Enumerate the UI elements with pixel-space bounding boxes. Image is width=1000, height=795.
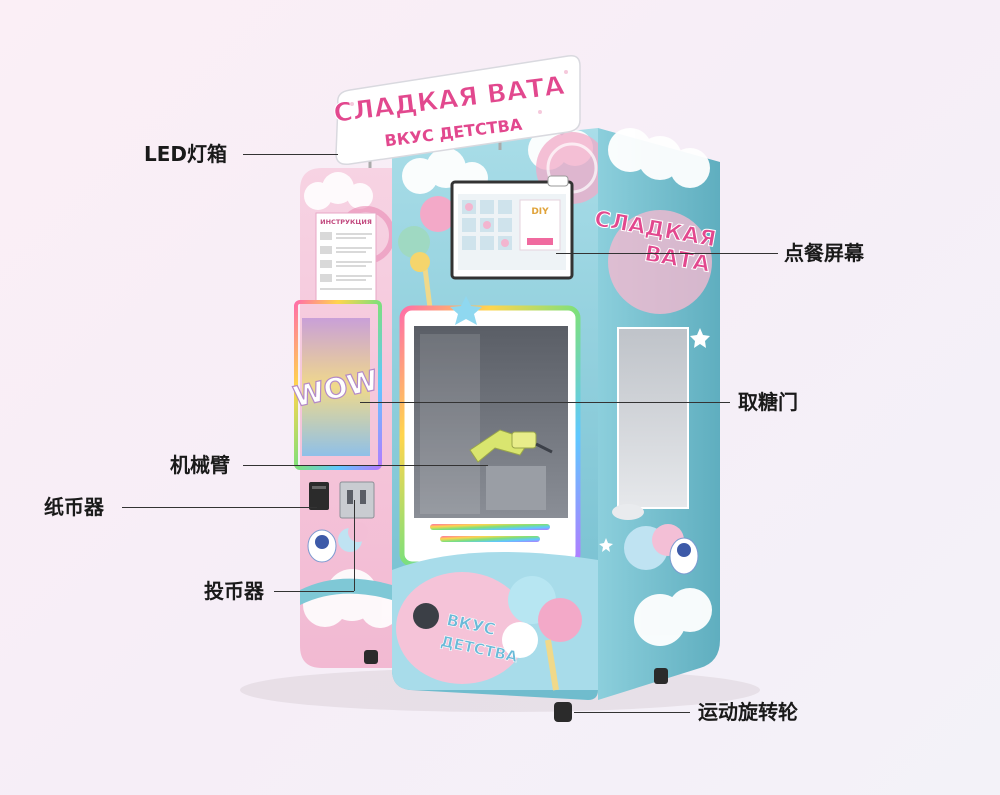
leader-robot-arm <box>243 465 488 466</box>
wheels <box>364 650 668 722</box>
leader-order-screen <box>556 253 778 254</box>
promo-screen: WOW <box>290 300 382 470</box>
bill-acceptor <box>309 482 329 510</box>
leader-coin-acceptor-vertical <box>354 500 355 591</box>
side-pink-swirl <box>608 210 712 314</box>
leader-coin-acceptor <box>274 591 354 592</box>
side-bowl <box>612 504 644 520</box>
label-bill-acceptor: 纸币器 <box>44 495 104 519</box>
left-mascot <box>307 522 368 563</box>
label-wheels: 运动旋转轮 <box>698 700 798 724</box>
instruction-card: ИНСТРУКЦИЯ <box>315 212 377 302</box>
leader-led-box <box>243 154 338 155</box>
label-coin-acceptor: 投币器 <box>204 579 264 603</box>
label-led-box: LED灯箱 <box>144 142 228 166</box>
pickup-door <box>399 305 581 567</box>
order-screen-badge: DIY <box>531 207 549 217</box>
label-order-screen: 点餐屏幕 <box>784 241 864 265</box>
cotton-candy-icon <box>398 196 456 309</box>
front-bottom-graphics: ВКУС ДЕТСТВА <box>392 552 598 691</box>
label-pickup-door: 取糖门 <box>738 390 798 414</box>
side-window <box>617 327 689 509</box>
leader-pickup-door <box>360 402 730 403</box>
leader-bill-acceptor <box>122 507 317 508</box>
label-robot-arm: 机械臂 <box>170 453 230 477</box>
robot-arm <box>469 429 553 463</box>
star-icon <box>450 296 482 325</box>
order-screen: DIY <box>450 175 574 280</box>
side-clouds <box>608 128 712 646</box>
coin-acceptor <box>339 481 375 519</box>
leader-wheels <box>574 712 690 713</box>
side-stars <box>599 328 710 552</box>
side-mascot <box>624 524 699 575</box>
instruction-title: ИНСТРУКЦИЯ <box>320 218 372 226</box>
